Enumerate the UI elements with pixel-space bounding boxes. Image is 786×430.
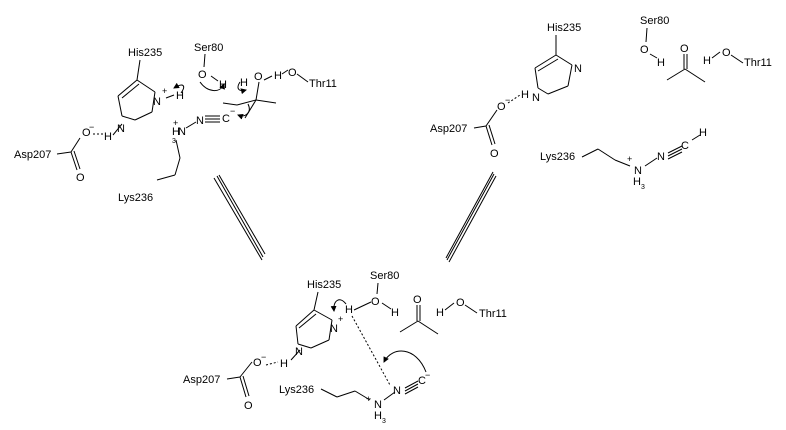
- ser80-label-a: Ser80: [194, 42, 223, 54]
- sub3-lys-c: 3: [641, 184, 645, 191]
- charge-his-a: +: [162, 86, 167, 96]
- atom-h-lys-b: H: [374, 410, 382, 422]
- atom-h-asp-a: H: [104, 131, 112, 143]
- atom-o-acn-a: O: [254, 71, 263, 83]
- charge-his-b: +: [338, 314, 343, 324]
- thr11-label-a: Thr11: [309, 78, 337, 90]
- atom-h-his-c: H: [521, 89, 529, 101]
- atom-o-thr-a: O: [288, 67, 297, 79]
- atom-o-ser-b: O: [371, 296, 380, 308]
- asp207-label-c: Asp207: [430, 123, 467, 135]
- atom-n-his-c: N: [574, 63, 582, 75]
- charge-c-b: −: [425, 370, 430, 380]
- atom-h-lys-a: H: [172, 126, 180, 138]
- charge-asp-a: −: [89, 122, 94, 132]
- atom-h-ser-b: H: [345, 304, 353, 316]
- atom-n-hcn-c: N: [657, 151, 665, 163]
- atom-h-ser2-b: H: [391, 307, 399, 319]
- atom-o-thr-c: O: [722, 47, 731, 59]
- atom-h-acn-a: H: [240, 77, 248, 89]
- charge-lys-a: +: [173, 118, 178, 128]
- atom-o2-asp-c: O: [490, 148, 499, 160]
- atom-h-his-a: H: [176, 90, 184, 102]
- atom-h-thr-a: H: [274, 70, 282, 82]
- atom-n-his2-b: N: [295, 346, 303, 358]
- ser80-label-b: Ser80: [370, 270, 399, 282]
- equilibrium-arrow-left: [213, 174, 266, 261]
- atom-c-nitrile-a: C: [222, 113, 230, 125]
- charge-asp-c: −: [505, 95, 510, 105]
- arrow-3-a: [237, 81, 247, 95]
- atom-n-lys-a: N: [178, 126, 186, 138]
- atom-o-asp-a: O: [82, 127, 91, 139]
- arrow-4-a: [237, 103, 250, 120]
- atom-o2-asp-a: O: [76, 172, 85, 184]
- panel-a-reactant-complex: His235 N + N H Asp207 O − H O Ser80 O H …: [14, 42, 337, 204]
- atom-c-nitrile-b: C: [418, 375, 426, 387]
- lys236-label-b: Lys236: [279, 384, 314, 396]
- charge-lys-b: +: [366, 394, 371, 404]
- atom-n-his2-c: N: [532, 92, 540, 104]
- arrow-2-a: [199, 81, 225, 91]
- atom-o-thr-b: O: [456, 297, 465, 309]
- equilibrium-arrow-right: [445, 171, 497, 263]
- h-transfer-dashed-b: [351, 315, 391, 386]
- asp207-label-b: Asp207: [183, 374, 220, 386]
- atom-h-ser-c: H: [657, 57, 665, 69]
- atom-h-lys-c: H: [633, 176, 641, 188]
- atom-n-his2-a: N: [117, 123, 125, 135]
- atom-n-his-a: N: [153, 96, 161, 108]
- panel-c-products: His235 N N H Asp207 O − O Ser80 O H O H …: [430, 15, 772, 191]
- charge-c-a: −: [230, 106, 235, 116]
- atom-n-lys-c: N: [634, 165, 642, 177]
- sub3-lys-b: 3: [382, 418, 386, 425]
- thr11-label-c: Thr11: [744, 57, 772, 69]
- arrow-1-b: [330, 299, 347, 312]
- atom-n-lys-b: N: [374, 399, 382, 411]
- atom-h-hcn-c: H: [699, 127, 707, 139]
- atom-h-thr-b: H: [436, 307, 444, 319]
- atom-h-his-b: H: [280, 358, 288, 370]
- atom-o-asp-b: O: [253, 357, 262, 369]
- ser80-label-c: Ser80: [640, 15, 669, 27]
- his235-imidazole-a: [112, 59, 175, 136]
- atom-o-ser-c: O: [640, 44, 649, 56]
- panel-b-intermediate: His235 N + N H Asp207 O − O Ser80 O H H …: [183, 270, 507, 425]
- charge-lys-c: +: [627, 154, 632, 164]
- atom-n-nitrile-a: N: [196, 115, 204, 127]
- his235-label-a: His235: [128, 47, 162, 59]
- asp207-label-a: Asp207: [14, 149, 51, 161]
- atom-n-nitrile-b: N: [393, 385, 401, 397]
- atom-o-acetone-c: O: [680, 43, 689, 55]
- atom-o2-asp-b: O: [244, 400, 253, 412]
- arrow-2-b: [383, 350, 427, 373]
- atom-o-asp-c: O: [497, 101, 506, 113]
- atom-h-thr-c: H: [703, 55, 711, 67]
- atom-n-his-b: N: [330, 323, 338, 335]
- asp-bond-a: [56, 151, 72, 155]
- thr11-label-b: Thr11: [479, 308, 507, 320]
- atom-c-hcn-c: C: [681, 140, 689, 152]
- charge-asp-b: −: [261, 352, 266, 362]
- atom-o-acetone-b: O: [413, 294, 422, 306]
- his235-label-b: His235: [307, 279, 341, 291]
- atom-o-ser-a: O: [198, 69, 207, 81]
- sub3-lys-a: 3: [172, 138, 176, 145]
- lys236-label-a: Lys236: [118, 192, 153, 204]
- his235-label-c: His235: [547, 22, 581, 34]
- lys236-label-c: Lys236: [540, 151, 575, 163]
- arrow-1-a: [173, 82, 185, 94]
